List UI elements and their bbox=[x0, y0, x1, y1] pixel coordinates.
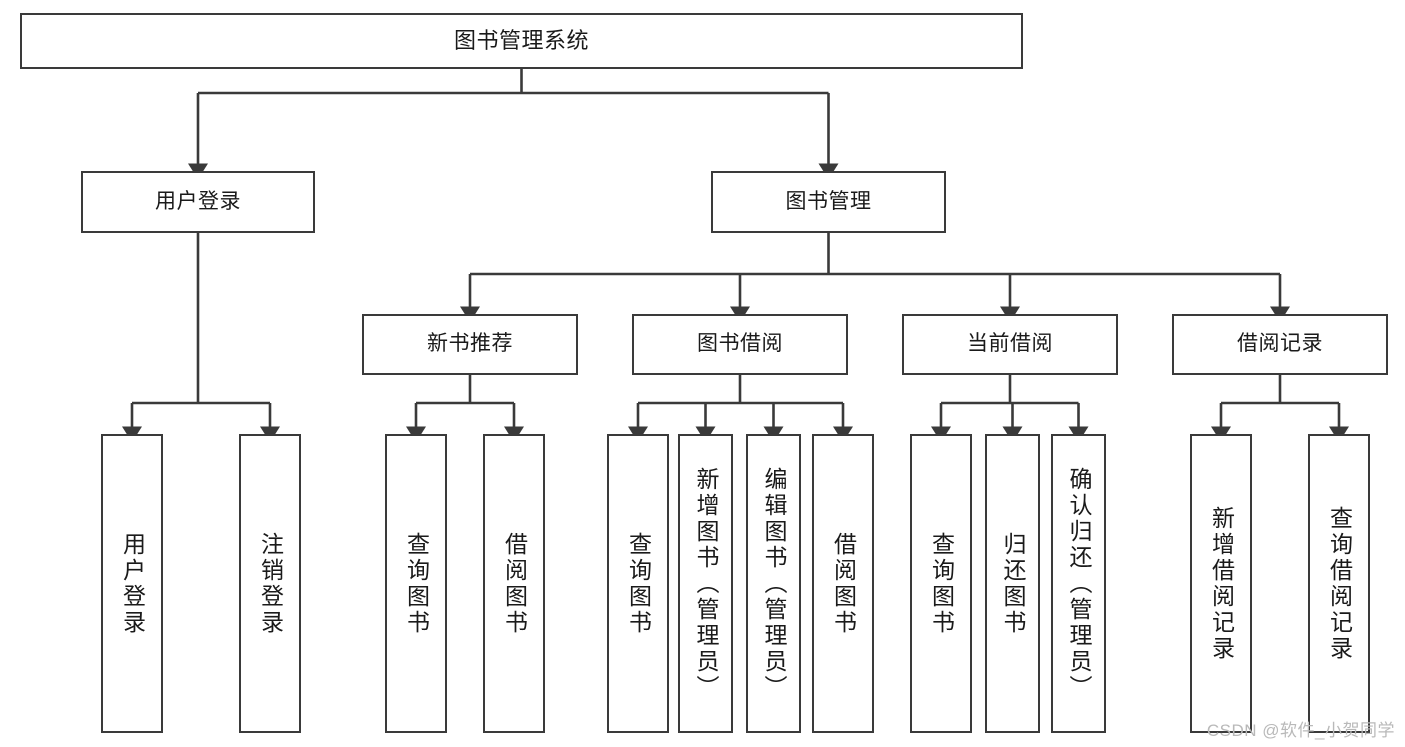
leaf-borrow-book-1[interactable]: 借阅图书 bbox=[483, 434, 545, 733]
node-label: 图书管理系统 bbox=[453, 28, 589, 54]
watermark: CSDN @软件_小贺同学 bbox=[1206, 721, 1395, 740]
leaf-query-borrow-record[interactable]: 查询借阅记录 bbox=[1308, 434, 1370, 733]
leaf-query-book-2[interactable]: 查询图书 bbox=[607, 434, 669, 733]
node-borrow-record[interactable]: 借阅记录 bbox=[1172, 314, 1388, 375]
node-label: 借阅记录 bbox=[1237, 332, 1323, 356]
node-user-login[interactable]: 用户登录 bbox=[81, 171, 315, 233]
node-label: 借阅图书 bbox=[501, 531, 528, 636]
node-label: 归还图书 bbox=[1000, 531, 1026, 636]
node-label: 图书管理 bbox=[785, 189, 872, 213]
node-label: 注销登录 bbox=[257, 531, 284, 636]
leaf-edit-book[interactable]: 编辑图书（管理员） bbox=[746, 434, 801, 733]
node-label: 借阅图书 bbox=[830, 531, 857, 636]
node-book-manage[interactable]: 图书管理 bbox=[711, 171, 946, 233]
node-label: 查询图书 bbox=[928, 531, 955, 636]
leaf-confirm-return[interactable]: 确认归还（管理员） bbox=[1051, 434, 1106, 733]
node-label: 查询图书 bbox=[625, 531, 652, 636]
leaf-add-book[interactable]: 新增图书（管理员） bbox=[678, 434, 733, 733]
node-book-borrow[interactable]: 图书借阅 bbox=[632, 314, 848, 375]
leaf-user-login[interactable]: 用户登录 bbox=[101, 434, 163, 733]
node-label: 当前借阅 bbox=[967, 332, 1053, 356]
node-label: 编辑图书（管理员） bbox=[761, 466, 787, 701]
node-label: 新书推荐 bbox=[427, 332, 513, 356]
leaf-return-book[interactable]: 归还图书 bbox=[985, 434, 1040, 733]
node-label: 查询借阅记录 bbox=[1326, 505, 1353, 662]
node-label: 用户登录 bbox=[155, 189, 241, 213]
node-label: 新增借阅记录 bbox=[1208, 505, 1235, 662]
leaf-add-borrow-record[interactable]: 新增借阅记录 bbox=[1190, 434, 1252, 733]
leaf-borrow-book-2[interactable]: 借阅图书 bbox=[812, 434, 874, 733]
node-root-system[interactable]: 图书管理系统 bbox=[20, 13, 1023, 69]
node-new-book-recommend[interactable]: 新书推荐 bbox=[362, 314, 578, 375]
node-label: 确认归还（管理员） bbox=[1066, 466, 1092, 701]
node-label: 新增图书（管理员） bbox=[693, 466, 719, 701]
leaf-query-book-1[interactable]: 查询图书 bbox=[385, 434, 447, 733]
node-current-borrow[interactable]: 当前借阅 bbox=[902, 314, 1118, 375]
leaf-logout[interactable]: 注销登录 bbox=[239, 434, 301, 733]
node-label: 查询图书 bbox=[403, 531, 430, 636]
node-label: 用户登录 bbox=[119, 531, 146, 636]
leaf-query-book-3[interactable]: 查询图书 bbox=[910, 434, 972, 733]
node-label: 图书借阅 bbox=[697, 332, 783, 356]
